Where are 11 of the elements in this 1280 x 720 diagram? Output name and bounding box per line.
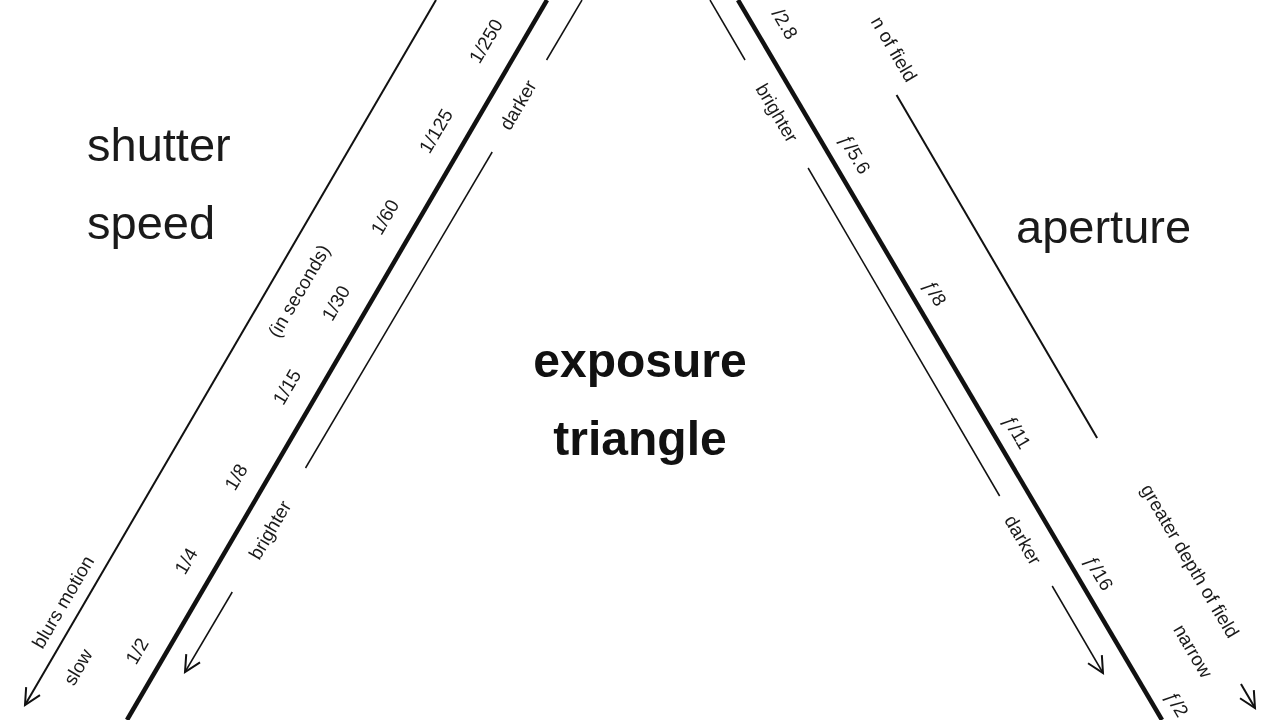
scale-value: 1/4: [171, 544, 201, 578]
scale-value: ƒ/2: [1162, 687, 1192, 720]
axis-heading: aperture: [1016, 199, 1193, 255]
scale-value: /2.8: [768, 5, 802, 43]
scale-value: 1/2: [122, 634, 152, 668]
scale-value: ƒ/8: [920, 276, 950, 310]
scale-value: ƒ/16: [1081, 552, 1117, 594]
scale-value: ƒ/11: [999, 411, 1035, 453]
axis-heading: shutter speed: [87, 117, 232, 251]
diagram-title: exposure triangle: [532, 333, 748, 467]
scale-value: 1/8: [221, 460, 251, 494]
